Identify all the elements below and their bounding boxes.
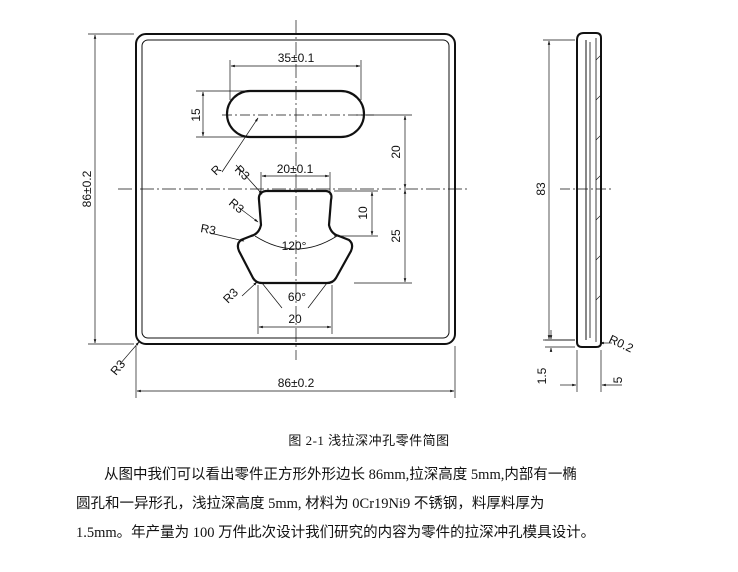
dim-angle-60: 60° [288, 290, 306, 304]
dim-angle-120: 120° [282, 239, 307, 253]
dim-83: 83 [534, 182, 548, 196]
dim-height: 86±0.2 [80, 170, 94, 207]
side-profile [576, 32, 602, 348]
dim-r3-c: R3 [199, 221, 217, 238]
dim-10: 10 [356, 206, 370, 220]
paragraph-line-1: 从图中我们可以看出零件正方形外形边长 86mm,拉深高度 5mm,内部有一椭 [104, 467, 577, 483]
paragraph-line-3: 1.5mm。年产量为 100 万件此次设计我们研究的内容为零件的拉深冲孔模具设计… [76, 525, 596, 541]
dim-bottom-width: 20 [288, 312, 302, 326]
dim-r: R [208, 162, 224, 178]
figure-caption: 图 2-1 浅拉深冲孔零件简图 [288, 433, 450, 448]
side-view [543, 32, 622, 392]
dim-corner-r3: R3 [108, 357, 129, 378]
paragraph-line-2: 圆孔和一异形孔，浅拉深高度 5mm, 材料为 0Cr19Ni9 不锈钢，料厚料厚… [76, 496, 545, 512]
dim-r3-b: R3 [226, 196, 247, 217]
dim-5: 5 [611, 376, 625, 383]
dim-neck-width: 20±0.1 [277, 162, 314, 176]
front-view [88, 20, 468, 398]
description-paragraph: 从图中我们可以看出零件正方形外形边长 86mm,拉深高度 5mm,内部有一椭 圆… [76, 461, 676, 548]
dim-slot-width: 35±0.1 [278, 51, 315, 65]
dim-1-5: 1.5 [535, 367, 549, 384]
engineering-drawing: 35±0.1 15 R R3 20±0.1 R3 R3 120° R3 60° … [80, 20, 636, 398]
angle-120-arc [254, 235, 338, 250]
dim-25: 25 [389, 229, 403, 243]
dim-20-vertical: 20 [389, 145, 403, 159]
dim-r02: R0.2 [607, 332, 636, 356]
dim-slot-height: 15 [189, 108, 203, 122]
front-view-labels: 35±0.1 15 R R3 20±0.1 R3 R3 120° R3 60° … [80, 51, 403, 390]
dim-width: 86±0.2 [278, 376, 315, 390]
dim-r3-d: R3 [220, 285, 241, 306]
oblong-slot [225, 89, 366, 139]
